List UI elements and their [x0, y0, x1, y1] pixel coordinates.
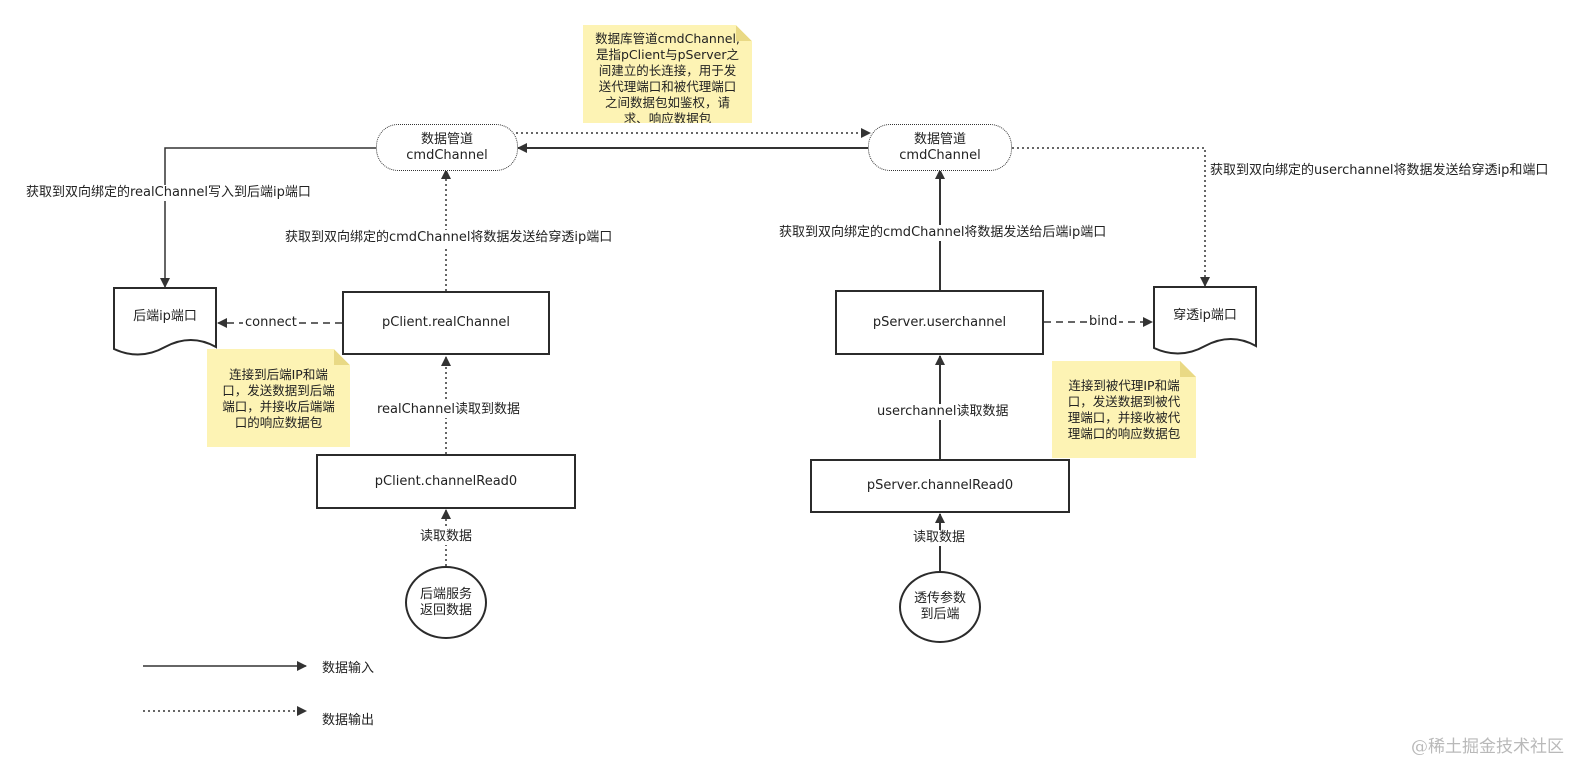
pclient-channel-read-node: pClient.channelRead0 [316, 454, 576, 509]
label-connect: connect [243, 315, 299, 331]
pserver-channel-read-label: pServer.channelRead0 [866, 478, 1014, 493]
label-bind: bind [1087, 314, 1120, 330]
passthrough-params-line2: 到后端 [920, 607, 960, 622]
label-read-data-right: 读取数据 [911, 530, 968, 546]
cmd-channel-note-line: 送代理端口和被代理端口 [598, 79, 737, 94]
left-cmd-channel-line1: 数据管道 [420, 131, 473, 147]
pserver-channel-read-node: pServer.channelRead0 [810, 459, 1070, 513]
cmd-channel-note-line: 求、响应数据包 [623, 111, 712, 126]
label-real-channel-read: realChannel读取到数据 [375, 402, 523, 418]
server-connect-note-line: 连接到被代理IP和端 [1068, 378, 1180, 393]
server-connect-note-line: 理端口，并接收被代 [1067, 410, 1181, 425]
pclient-real-channel-node: pClient.realChannel [342, 291, 550, 355]
penetrate-port-node: 穿透ip端口 [1153, 286, 1257, 359]
document-shape [113, 287, 217, 356]
backend-service-line1: 后端服务 [419, 586, 472, 602]
client-connect-note-line: 口，发送数据到后端 [222, 383, 335, 398]
client-connect-note-line: 连接到后端IP和端 [229, 367, 328, 382]
label-left-write-backend: 获取到双向绑定的realChannel写入到后端ip端口 [24, 185, 313, 201]
cmd-channel-note-line: 是指pClient与pServer之 [595, 47, 740, 62]
document-shape [1153, 286, 1257, 355]
note-fold [736, 25, 752, 41]
pclient-channel-read-label: pClient.channelRead0 [374, 473, 518, 489]
right-cmd-channel-line2: cmdChannel [899, 147, 981, 163]
edge-left-channel-to-backend-port [160, 147, 376, 288]
pserver-user-channel-label: pServer.userchannel [872, 314, 1007, 330]
cmd-channel-note-line: 数据库管道cmdChannel, [595, 31, 740, 46]
passthrough-params-line1: 透传参数 [913, 591, 966, 606]
right-cmd-channel-node: 数据管道 cmdChannel [868, 124, 1012, 171]
client-connect-note-line: 端口，并接收后端端 [222, 399, 335, 414]
passthrough-params-node: 透传参数 到后端 [899, 571, 981, 643]
backend-service-node: 后端服务 返回数据 [405, 566, 487, 639]
server-connect-note: 连接到被代理IP和端 口，发送数据到被代 理端口，并接收被代 理端口的响应数据包 [1052, 361, 1196, 458]
legend-dotted-label: 数据输出 [322, 713, 375, 728]
backend-service-line2: 返回数据 [419, 602, 472, 618]
server-connect-note-line: 口，发送数据到被代 [1067, 394, 1181, 409]
pserver-user-channel-node: pServer.userchannel [835, 290, 1044, 355]
watermark: @稀土掘金技术社区 [1411, 737, 1564, 757]
backend-port-node: 后端ip端口 [113, 287, 217, 360]
backend-port-label: 后端ip端口 [133, 308, 197, 324]
label-right-send-penetrate: 获取到双向绑定的userchannel将数据发送给穿透ip和端口 [1208, 163, 1551, 179]
client-connect-note-line: 口的响应数据包 [234, 415, 323, 430]
penetrate-port-label: 穿透ip端口 [1173, 307, 1237, 323]
cmd-channel-note-line: 之间数据包如鉴权，请 [604, 95, 730, 110]
label-client-send-penetrate: 获取到双向绑定的cmdChannel将数据发送给穿透ip端口 [283, 230, 615, 246]
label-user-channel-read: userchannel读取数据 [875, 404, 1011, 420]
right-cmd-channel-line1: 数据管道 [913, 131, 966, 147]
label-server-send-backend: 获取到双向绑定的cmdChannel将数据发送给后端ip端口 [777, 225, 1109, 241]
left-cmd-channel-line2: cmdChannel [406, 147, 488, 163]
label-read-data-left: 读取数据 [418, 529, 475, 545]
cmd-channel-note: 数据库管道cmdChannel, 是指pClient与pServer之 间建立的… [583, 25, 752, 123]
note-fold [1180, 361, 1196, 377]
client-connect-note: 连接到后端IP和端 口，发送数据到后端 端口，并接收后端端 口的响应数据包 [207, 349, 350, 447]
left-cmd-channel-node: 数据管道 cmdChannel [376, 124, 518, 171]
pclient-real-channel-label: pClient.realChannel [381, 315, 511, 330]
server-connect-note-line: 理端口的响应数据包 [1067, 426, 1181, 441]
cmd-channel-note-line: 间建立的长连接，用于发 [598, 63, 737, 78]
edge-right-channel-to-penetrate-port [1012, 147, 1210, 287]
legend-solid-label: 数据输入 [322, 661, 375, 676]
